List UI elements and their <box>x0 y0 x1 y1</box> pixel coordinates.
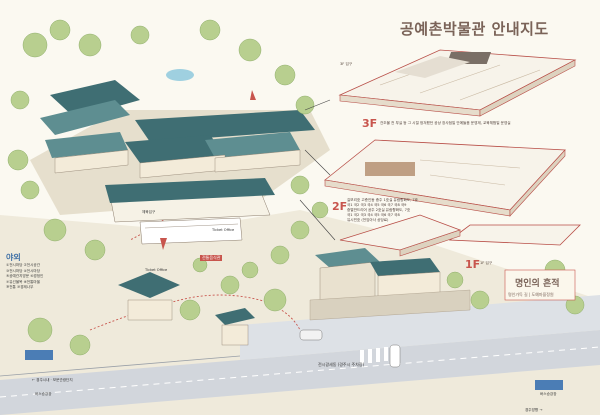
parking-label: 전시광세동 (경주시 주차장) <box>318 362 365 367</box>
pavilion-roof <box>118 272 180 298</box>
entrance-3f-label: 3F 입구 <box>340 62 353 66</box>
floor-2f-line: 길보리호 고층인동 종주 1호실 유람향화도, 7호 <box>347 198 418 202</box>
hanok-roof <box>45 132 128 158</box>
floor-1f-label: 1F <box>465 258 481 271</box>
floor-2f-line: 중열반드리어 공주 2호실 유람향화도, 7호 <box>347 208 411 212</box>
map-title: 공예촌박물관 안내지도 <box>400 20 549 38</box>
hanok-roof <box>205 132 300 158</box>
floor-3f-label: 3F <box>362 117 378 130</box>
parking-lot <box>240 295 600 360</box>
floor-connector <box>299 99 336 241</box>
entrance-building <box>139 217 243 245</box>
bus-stop-label: 버스승강장 <box>540 392 557 396</box>
entrance-detail <box>144 223 239 229</box>
road-direction-right: 경주방향 → <box>525 408 543 412</box>
heritage-title: 명인의 흔적 <box>515 279 560 289</box>
outdoor-legend-item: ③전시마당 ④전시마당 <box>6 268 41 273</box>
ticket-office-label: Ticket Office <box>145 268 168 272</box>
road-direction-left: ← 경주시내 · 보문관광단지 <box>32 378 73 382</box>
hanok-roof <box>315 248 380 268</box>
main-entrance-label: 체육입구 <box>142 210 156 214</box>
heritage-subtitle: 명인가득 길 | 도예마을정원 <box>508 292 554 297</box>
bus-stop-left <box>25 350 53 360</box>
hanok-wall <box>214 149 301 173</box>
main-hall-roof <box>105 178 275 203</box>
outdoor-legend-item: ⑤공예관지방문 ⑥경정인 <box>6 274 44 279</box>
outdoor-legend-item: ⑦유선물목 ⑧전통마을 <box>6 279 41 284</box>
car <box>299 329 323 341</box>
pond <box>166 69 194 81</box>
outdoor-legend-item: ①전시마당 ②전시공간 <box>6 263 41 267</box>
ticket-office-label: Ticket Office <box>212 228 235 232</box>
direction-arrow <box>250 90 256 100</box>
gate-body <box>221 324 249 346</box>
gate-roof <box>215 308 255 325</box>
trees <box>7 19 585 356</box>
floor-2f-description: 길보리호 고층인동 종주 1호실 유람향화도, 7호 국1 국2 국3 국4 국… <box>347 198 445 223</box>
hanok-roof <box>40 100 130 135</box>
restaurant-label: 전통음식관 <box>200 255 223 261</box>
direction-arrow <box>160 238 167 250</box>
floorplan-1f <box>339 214 581 257</box>
entrance-1f-label: 1F 입구 <box>480 261 493 265</box>
floorplan-3f <box>338 49 577 117</box>
hanok-roof <box>125 135 225 163</box>
hanok-wall <box>54 149 129 174</box>
outdoor-legend-item: ⑨전통 ⑩경제나무 <box>6 285 34 290</box>
hanok-roof <box>135 110 315 142</box>
floor-2f-line: 유시민호 (전임아사 상당료) <box>347 218 389 222</box>
road-centerline <box>0 346 600 398</box>
outdoor-legend-title: 야외 <box>6 253 21 262</box>
outdoor-legend-list: ①전시마당 ②전시공간 ③전시마당 ④전시마당 ⑤공예관지방문 ⑥경정인 ⑦유선… <box>6 263 43 291</box>
hanok-roof <box>50 80 140 118</box>
pavilion-body <box>127 299 173 321</box>
car <box>389 344 401 368</box>
floorplan-2f <box>324 139 566 217</box>
bus-stop-right <box>535 380 563 390</box>
bus-stop-label: 버스승강장 <box>35 392 52 396</box>
crosswalk <box>360 347 388 364</box>
floor-2f-label: 2F <box>332 200 348 213</box>
floor-2f-line: 국1 국2 국3 국4 국5 국6 국7 국8 <box>347 213 400 217</box>
floor-2f-line: 국1 국2 국3 국4 국5 국6 국7 국8 국9 <box>347 203 407 207</box>
heritage-sign <box>504 269 576 301</box>
floor-3f-description: 건조물 전 부실 등 그 시절 정겨웠던 공상 장사점일 안에들음 운영재, 교… <box>380 121 511 125</box>
stone-wall <box>309 289 471 321</box>
hanok-roof <box>370 258 440 276</box>
